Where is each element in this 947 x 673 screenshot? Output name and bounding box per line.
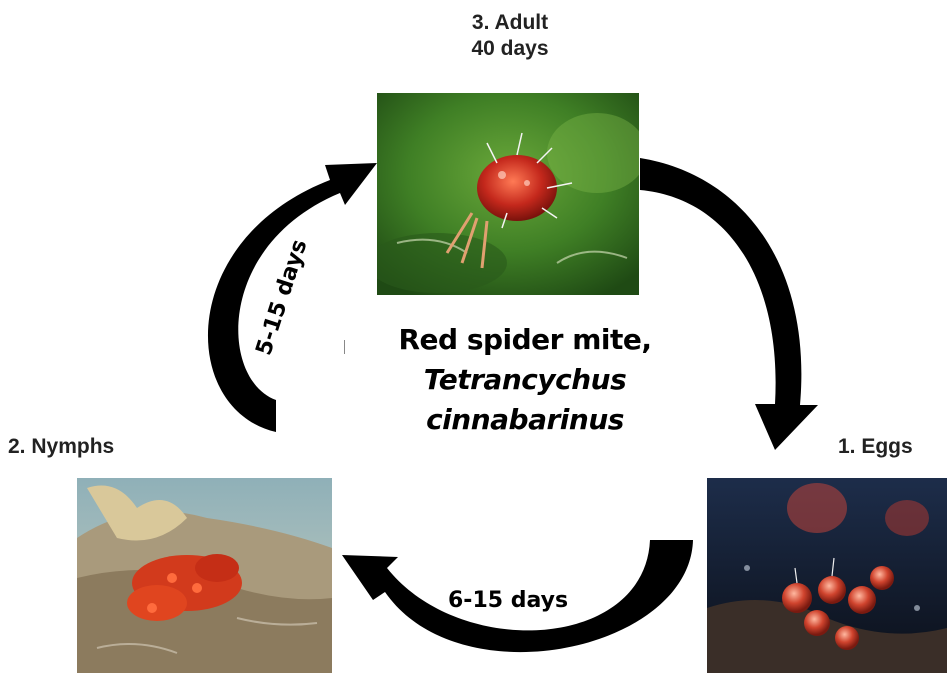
species-epithet: cinnabarinus	[360, 400, 690, 440]
species-title: Red spider mite, Tetrancychus cinnabarin…	[360, 320, 690, 440]
eggs-photo	[707, 478, 947, 673]
divider-mark	[344, 340, 345, 354]
adult-mite-photo	[377, 93, 639, 295]
species-common-name: Red spider mite,	[360, 320, 690, 360]
nymphs-photo	[77, 478, 332, 673]
species-genus: Tetrancychus	[360, 360, 690, 400]
duration-eggs-to-nymphs: 6-15 days	[448, 588, 568, 613]
